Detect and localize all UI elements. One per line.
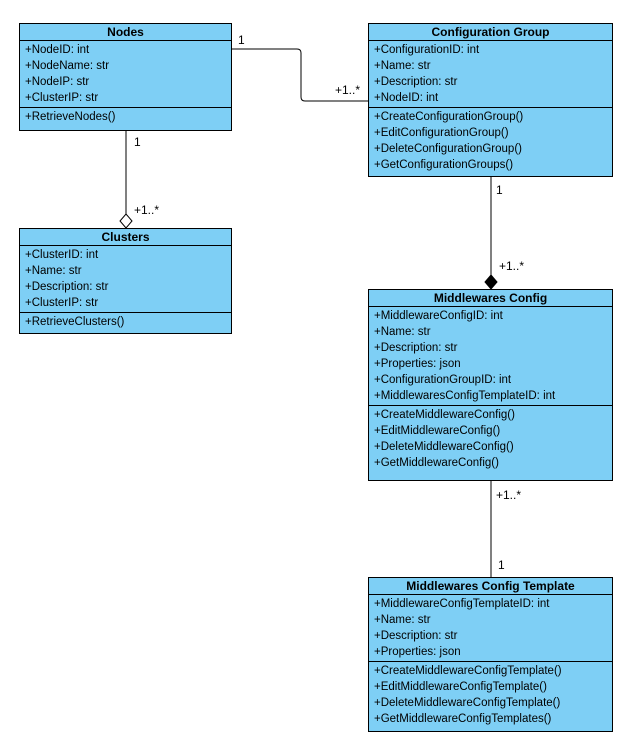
attribute: +ClusterID: int xyxy=(25,249,99,261)
attribute: +Name: str xyxy=(374,326,431,338)
attribute: +Description: str xyxy=(25,281,109,293)
attribute: +ClusterIP: str xyxy=(25,297,99,309)
method: +GetConfigurationGroups() xyxy=(374,159,514,171)
methods-section: +RetrieveNodes() xyxy=(20,107,231,126)
method: +DeleteConfigurationGroup() xyxy=(374,143,522,155)
class-middlewares-config-template[interactable]: Middlewares Config Template +MiddlewareC… xyxy=(368,577,613,732)
composition-diamond xyxy=(484,274,498,290)
attribute: +ConfigurationGroupID: int xyxy=(374,374,512,386)
aggregation-diamond xyxy=(119,213,133,229)
method: +CreateMiddlewareConfigTemplate() xyxy=(374,665,562,677)
method: +DeleteMiddlewareConfigTemplate() xyxy=(374,697,561,709)
method: +EditConfigurationGroup() xyxy=(374,127,509,139)
attribute: +Description: str xyxy=(374,342,458,354)
class-configuration-group[interactable]: Configuration Group +ConfigurationID: in… xyxy=(368,23,613,177)
attributes-section: +MiddlewareConfigTemplateID: int +Name: … xyxy=(369,595,612,661)
multiplicity-cg-mw-source: 1 xyxy=(496,183,503,197)
multiplicity-mw-tpl-target: 1 xyxy=(498,558,505,572)
attribute: +Description: str xyxy=(374,76,458,88)
method: +GetMiddlewareConfigTemplates() xyxy=(374,713,552,725)
class-name: Clusters xyxy=(20,229,231,246)
method: +CreateMiddlewareConfig() xyxy=(374,409,515,421)
attribute: +NodeName: str xyxy=(25,60,110,72)
attribute: +MiddlewareConfigID: int xyxy=(374,310,503,322)
methods-section: +CreateConfigurationGroup() +EditConfigu… xyxy=(369,107,612,174)
multiplicity-nodes-clusters-source: 1 xyxy=(134,135,141,149)
attribute: +NodeID: int xyxy=(25,44,90,56)
attributes-section: +ConfigurationID: int +Name: str +Descri… xyxy=(369,41,612,107)
attribute: +Name: str xyxy=(374,614,431,626)
attribute: +Name: str xyxy=(374,60,431,72)
attribute: +Name: str xyxy=(25,265,82,277)
methods-section: +CreateMiddlewareConfig() +EditMiddlewar… xyxy=(369,405,612,472)
attributes-section: +ClusterID: int +Name: str +Description:… xyxy=(20,246,231,312)
multiplicity-nodes-clusters-target: +1..* xyxy=(134,203,160,217)
attributes-section: +NodeID: int +NodeName: str +NodeIP: str… xyxy=(20,41,231,107)
methods-section: +CreateMiddlewareConfigTemplate() +EditM… xyxy=(369,661,612,728)
multiplicity-nodes-cg-source: 1 xyxy=(238,33,245,47)
multiplicity-mw-tpl-source: +1..* xyxy=(496,488,522,502)
attributes-section: +MiddlewareConfigID: int +Name: str +Des… xyxy=(369,307,612,405)
class-name: Middlewares Config xyxy=(369,290,612,307)
method: +EditMiddlewareConfig() xyxy=(374,425,501,437)
attribute: +Properties: json xyxy=(374,358,461,370)
attribute: +MiddlewareConfigTemplateID: int xyxy=(374,598,550,610)
class-name: Middlewares Config Template xyxy=(369,578,612,595)
association-nodes-configuration-group xyxy=(232,48,368,102)
method: +DeleteMiddlewareConfig() xyxy=(374,441,514,453)
method: +EditMiddlewareConfigTemplate() xyxy=(374,681,547,693)
attribute: +NodeIP: str xyxy=(25,76,90,88)
class-name: Nodes xyxy=(20,24,231,41)
attribute: +MiddlewaresConfigTemplateID: int xyxy=(374,390,556,402)
method: +RetrieveNodes() xyxy=(25,111,116,123)
method: +GetMiddlewareConfig() xyxy=(374,457,499,469)
class-name: Configuration Group xyxy=(369,24,612,41)
methods-section: +RetrieveClusters() xyxy=(20,312,231,331)
attribute: +Properties: json xyxy=(374,646,461,658)
method: +CreateConfigurationGroup() xyxy=(374,111,524,123)
attribute: +ClusterIP: str xyxy=(25,92,99,104)
attribute: +ConfigurationID: int xyxy=(374,44,480,56)
multiplicity-nodes-cg-target: +1..* xyxy=(335,83,361,97)
method: +RetrieveClusters() xyxy=(25,316,125,328)
attribute: +NodeID: int xyxy=(374,92,439,104)
attribute: +Description: str xyxy=(374,630,458,642)
class-clusters[interactable]: Clusters +ClusterID: int +Name: str +Des… xyxy=(19,228,232,334)
class-middlewares-config[interactable]: Middlewares Config +MiddlewareConfigID: … xyxy=(368,289,613,481)
class-nodes[interactable]: Nodes +NodeID: int +NodeName: str +NodeI… xyxy=(19,23,232,131)
multiplicity-cg-mw-target: +1..* xyxy=(499,259,525,273)
